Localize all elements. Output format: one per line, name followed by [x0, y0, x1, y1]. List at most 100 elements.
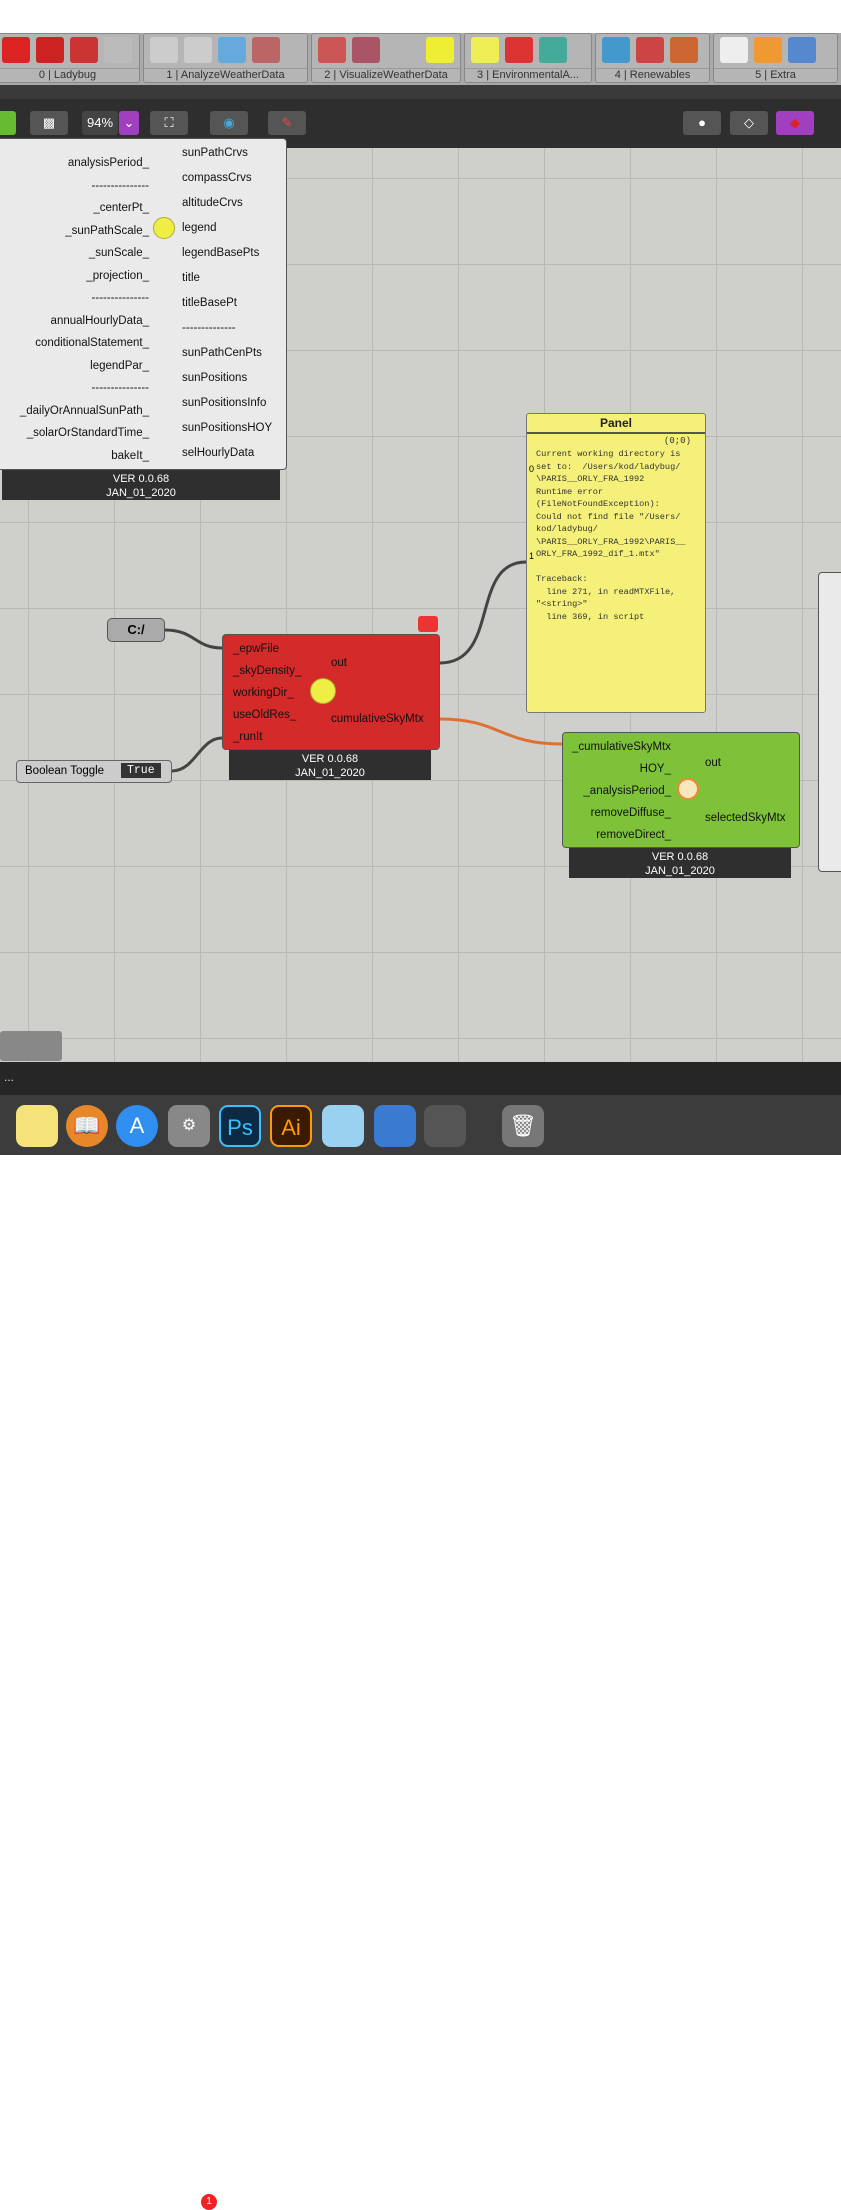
- input-port[interactable]: _sunPathScale_: [65, 224, 149, 237]
- tab-visualize-weather[interactable]: 2 | VisualizeWeatherData: [311, 33, 461, 83]
- photoshop-icon[interactable]: Ps: [219, 1105, 261, 1147]
- input-port[interactable]: _epwFile: [233, 643, 280, 655]
- output-port[interactable]: legend: [182, 222, 217, 234]
- input-port[interactable]: _centerPt_: [93, 202, 149, 214]
- mac-dock: 📖 A ⚙ 1 Ps Ai 🗑: [0, 1095, 841, 2210]
- item-index: 0: [529, 464, 535, 474]
- wire-out-panel: [439, 560, 527, 665]
- rhino-icon[interactable]: [424, 1105, 466, 1147]
- input-port[interactable]: _cumulativeSkyMtx: [571, 741, 671, 753]
- input-port[interactable]: ---------------: [91, 382, 149, 394]
- output-port[interactable]: out: [331, 657, 347, 669]
- output-port[interactable]: cumulativeSkyMtx: [331, 713, 424, 725]
- version: VER 0.0.68: [651, 851, 709, 863]
- input-port[interactable]: _analysisPeriod_: [583, 785, 671, 797]
- output-port[interactable]: titleBasePt: [182, 297, 237, 309]
- python-icon[interactable]: [0, 1031, 62, 1061]
- input-port[interactable]: removeDiffuse_: [590, 807, 671, 819]
- notes-icon[interactable]: [16, 1105, 58, 1147]
- output-port[interactable]: sunPathCenPts: [182, 347, 262, 359]
- input-port[interactable]: _skyDensity_: [233, 665, 302, 677]
- output-port[interactable]: --------------: [182, 322, 236, 334]
- open-icon[interactable]: [0, 111, 16, 135]
- version-date: JAN_01_2020: [106, 487, 176, 499]
- save-icon[interactable]: ▩: [30, 111, 68, 135]
- tab-renewables[interactable]: 4 | Renewables: [595, 33, 710, 83]
- tab-label: 5 | Extra: [714, 68, 837, 81]
- output-port[interactable]: sunPositionsInfo: [182, 397, 267, 409]
- output-port[interactable]: selectedSkyMtx: [705, 812, 786, 824]
- version-date: JAN_01_2020: [645, 865, 715, 877]
- sky-icon: [310, 678, 336, 704]
- input-port[interactable]: ---------------: [91, 292, 149, 304]
- input-port[interactable]: bakeIt_: [111, 449, 149, 462]
- zoom-extents-icon[interactable]: ⛶: [150, 111, 188, 135]
- tab-environmental[interactable]: 3 | EnvironmentalA...: [464, 33, 592, 83]
- preview-eye-icon[interactable]: ◉: [210, 111, 248, 135]
- wireframe-icon[interactable]: ◇: [730, 111, 768, 135]
- input-port[interactable]: _sunScale_: [88, 247, 149, 259]
- input-port[interactable]: ---------------: [91, 179, 149, 192]
- select-sky-icon: [677, 778, 699, 800]
- tab-extra[interactable]: 5 | Extra: [713, 33, 838, 83]
- system-preferences-icon[interactable]: ⚙: [168, 1105, 210, 1147]
- chevron-down-icon[interactable]: ⌄: [119, 111, 139, 135]
- output-port[interactable]: compassCrvs: [182, 172, 252, 184]
- app-store-icon[interactable]: A: [116, 1105, 158, 1147]
- tab-label: 2 | VisualizeWeatherData: [312, 68, 460, 81]
- toggle-value[interactable]: True: [121, 763, 161, 778]
- output-port[interactable]: sunPositions: [182, 372, 248, 384]
- output-port[interactable]: legendBasePts: [182, 247, 260, 259]
- output-port[interactable]: title: [182, 272, 200, 284]
- tab-analyze-weather[interactable]: 1 | AnalyzeWeatherData: [143, 33, 308, 83]
- tab-ladybug[interactable]: 0 | Ladybug: [0, 33, 140, 83]
- output-port[interactable]: altitudeCrvs: [182, 197, 243, 209]
- sunpath-component[interactable]: analysisPeriod_ --------------- _centerPt_…: [0, 138, 287, 470]
- grasshopper-canvas[interactable]: analysisPeriod_ --------------- _centerPt_…: [0, 138, 841, 1062]
- output-port[interactable]: sunPositionsHOY: [182, 422, 273, 434]
- input-port[interactable]: removeDirect_: [596, 829, 671, 841]
- keynote-icon[interactable]: [374, 1105, 416, 1147]
- tab-label: 3 | EnvironmentalA...: [465, 68, 591, 81]
- status-bar: ...: [0, 1062, 841, 1095]
- tab-label: 0 | Ladybug: [0, 68, 139, 81]
- input-port[interactable]: HOY_: [639, 763, 671, 775]
- illustrator-icon[interactable]: Ai: [270, 1105, 312, 1147]
- component-ribbon: 0 | Ladybug 1 | AnalyzeWeatherData 2 | V…: [0, 33, 841, 85]
- books-icon[interactable]: 📖: [66, 1105, 108, 1147]
- archicad-icon[interactable]: [322, 1105, 364, 1147]
- wire-skymtx: [439, 717, 563, 746]
- warning-balloon-icon[interactable]: [418, 616, 438, 632]
- input-port[interactable]: useOldRes_: [233, 709, 297, 721]
- input-port[interactable]: _dailyOrAnnualSunPath_: [19, 404, 149, 417]
- sketch-icon[interactable]: ✎: [268, 111, 306, 135]
- input-port[interactable]: _solarOrStandardTime_: [26, 427, 149, 439]
- input-port[interactable]: _runIt: [233, 731, 263, 743]
- input-port[interactable]: annualHourlyData_: [50, 314, 149, 327]
- input-port[interactable]: _projection_: [86, 269, 149, 282]
- input-port[interactable]: analysisPeriod_: [67, 157, 149, 169]
- version: VER 0.0.68: [112, 473, 170, 485]
- separator: [0, 85, 841, 99]
- path-param-icon[interactable]: C:/: [107, 618, 165, 642]
- shaded-icon[interactable]: ◆: [776, 111, 814, 135]
- output-port[interactable]: sunPathCrvs: [182, 147, 248, 159]
- input-port[interactable]: legendPar_: [90, 359, 149, 372]
- panel-component[interactable]: Panel (0;0) 0 1 Current working director…: [526, 413, 706, 713]
- trash-icon[interactable]: 🗑: [502, 1105, 544, 1147]
- panel-title: Panel: [527, 414, 705, 434]
- notification-badge: 1: [201, 2194, 217, 2210]
- input-port[interactable]: workingDir_: [233, 687, 294, 699]
- panel-content: Current working directory is set to: /Us…: [536, 449, 686, 622]
- input-port[interactable]: conditionalStatement_: [35, 337, 149, 349]
- preview-mode-icon[interactable]: ●: [683, 111, 721, 135]
- output-port[interactable]: selHourlyData: [182, 447, 255, 459]
- zoom-level: 94%: [82, 111, 118, 135]
- gen-cumulative-sky-component[interactable]: _epwFile _skyDensity_ workingDir_ useOldRes…: [222, 634, 440, 750]
- output-port[interactable]: out: [705, 757, 721, 769]
- partial-component[interactable]: [818, 572, 841, 872]
- sunpath-icon: [153, 217, 175, 239]
